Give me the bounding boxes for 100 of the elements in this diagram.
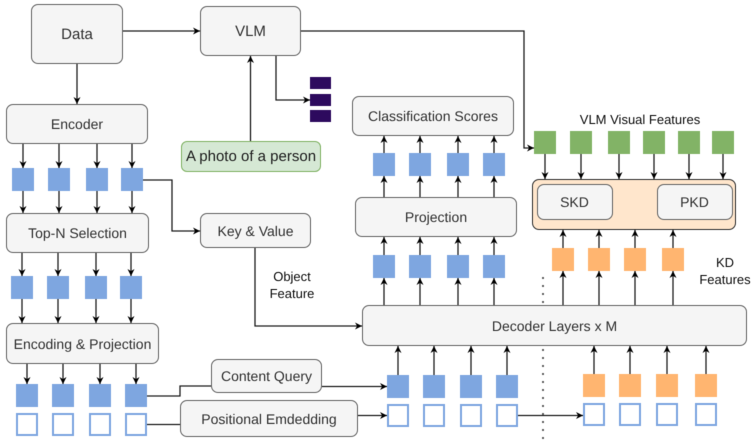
arrow [380,136,388,153]
embedding-square [656,403,678,426]
process-box: PKD [656,184,732,220]
feature-square [86,168,108,191]
process-box: Encoder [6,104,148,144]
arrow [454,278,462,305]
arrow [128,191,136,213]
arrow [416,136,424,153]
arrow [128,253,134,276]
arrow [454,176,462,197]
process-box: SKD [536,184,612,220]
process-box: Projection [355,197,517,237]
arrow [542,154,548,179]
arrow [596,271,602,305]
feature-square [483,153,505,176]
feature-square [11,276,33,299]
connector-line [147,424,180,426]
arrow [416,176,424,197]
feature-square [373,255,395,278]
process-box: Classification Scores [352,96,514,136]
kd-feature-square [624,248,646,271]
arrow [490,237,498,255]
arrow [143,179,200,234]
arrow [650,154,658,179]
arrow [24,364,30,384]
feature-square [121,168,143,191]
feature-square [120,276,142,299]
embedding-square [619,403,641,426]
arrow [20,191,26,213]
arrow [128,144,136,168]
process-box: Key & Value [200,213,311,248]
kd-panel [532,179,736,230]
arrow [247,56,254,141]
feature-square [483,255,505,278]
process-box: Content Query [211,359,322,393]
feature-square [409,255,431,278]
embedding-square [423,404,445,427]
arrow [96,364,104,384]
arrow [380,237,388,255]
embedding-square [583,403,605,426]
visual-feature-square [534,131,556,154]
visual-feature-square [678,131,700,154]
arrow [596,230,602,248]
embedding-square [89,413,111,436]
arrow [394,346,402,375]
arrow [454,237,462,255]
arrow [322,383,387,390]
arrow [74,64,80,104]
feature-square [373,153,395,176]
feature-square [16,384,38,407]
arrow [664,346,670,374]
visual-feature-square [570,131,592,154]
arrow [92,253,100,276]
process-box: Encoding & Projection [6,323,159,364]
arrow [275,56,310,104]
arrow [720,154,726,179]
arrow [686,154,692,179]
token-bars [310,77,331,122]
kd-feature-square [695,374,717,397]
arrow [20,144,26,168]
arrow [60,364,66,384]
arrow [468,346,474,375]
feature-square [52,384,74,407]
arrow [94,191,100,213]
arrow [54,299,62,323]
kd-feature-square [619,374,641,397]
arrow [560,230,566,248]
embedding-square [125,413,147,436]
arrow [560,271,566,305]
embedding-square [52,413,74,436]
embedding-square [16,413,38,436]
connector-line [147,385,211,397]
process-box: Top-N Selection [6,213,149,253]
kd-feature-square [552,248,574,271]
visual-feature-square [608,131,630,154]
feature-square [125,384,147,407]
arrow [380,176,388,197]
arrow [430,346,438,375]
embedding-square [387,404,409,427]
annotation-text: VLM Visual Features [578,111,702,128]
feature-square [447,153,469,176]
arrow [56,144,62,168]
arrow [254,248,362,330]
arrow [616,154,622,179]
feature-square [47,276,69,299]
arrow [92,299,100,323]
arrow [56,191,62,213]
arrow [123,28,200,34]
arrow [702,346,710,374]
process-box: Positional Emdedding [180,400,358,437]
arrow [132,364,140,384]
kd-feature-square [656,374,678,397]
feature-square [89,384,111,407]
arrow [18,253,26,276]
arrow [380,278,388,305]
arrow [490,176,498,197]
process-box: Decoder Layers x M [362,305,747,346]
embedding-square [496,404,518,427]
arrow [504,346,510,375]
annotation-text: KD Features [698,254,752,288]
